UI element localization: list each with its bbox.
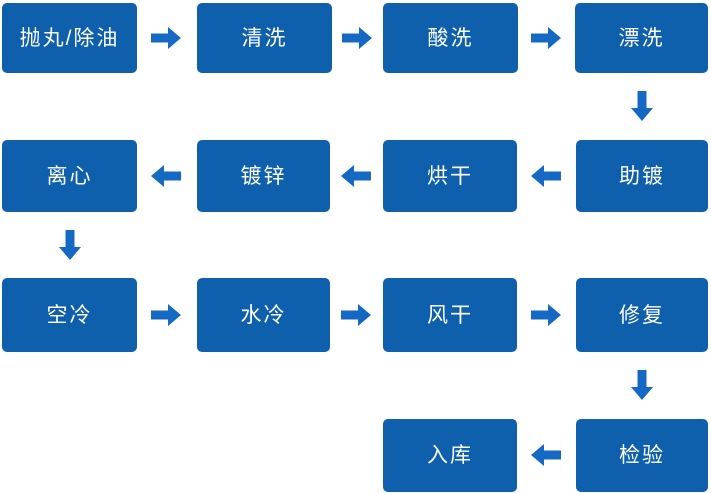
block-arrow-left-icon — [531, 444, 561, 466]
process-node-warehousing: 入库 — [383, 419, 517, 492]
block-arrow-left-icon — [151, 165, 181, 187]
flow-arrow-drying-to-galvanizing — [341, 165, 371, 187]
flow-arrow-inspection-to-warehousing — [531, 444, 561, 466]
block-arrow-left-icon — [531, 165, 561, 187]
process-node-inspection: 检验 — [576, 419, 708, 492]
block-arrow-right-icon — [341, 304, 371, 326]
process-node-galvanizing: 镀锌 — [197, 140, 330, 212]
process-node-fluxing: 助镀 — [576, 140, 708, 212]
block-arrow-right-icon — [151, 304, 181, 326]
block-arrow-down-icon — [631, 91, 653, 121]
flow-arrow-galvanizing-to-centrifuging — [151, 165, 181, 187]
block-arrow-down-icon — [59, 230, 81, 260]
flow-arrow-centrifuging-to-air-cooling — [55, 230, 85, 260]
flow-arrow-fluxing-to-drying — [531, 165, 561, 187]
flow-arrow-pickling-to-rinsing — [531, 27, 561, 49]
process-node-shot-blasting-degreasing: 抛丸/除油 — [2, 3, 137, 73]
flow-arrow-air-cooling-to-water-cooling — [151, 304, 181, 326]
block-arrow-down-icon — [631, 370, 653, 400]
process-node-water-cooling: 水冷 — [197, 278, 330, 352]
process-node-centrifuging: 离心 — [2, 140, 137, 212]
process-node-repairing: 修复 — [576, 278, 708, 352]
process-node-air-cooling: 空冷 — [2, 278, 137, 352]
process-node-cleaning: 清洗 — [197, 3, 332, 73]
flow-arrow-repairing-to-inspection — [627, 370, 657, 400]
flow-arrow-shot-blasting-to-cleaning — [151, 27, 181, 49]
process-node-rinsing: 漂洗 — [575, 3, 708, 73]
block-arrow-right-icon — [342, 27, 372, 49]
block-arrow-right-icon — [151, 27, 181, 49]
block-arrow-right-icon — [531, 27, 561, 49]
flow-arrow-cleaning-to-pickling — [342, 27, 372, 49]
process-node-air-drying: 风干 — [383, 278, 517, 352]
flow-arrow-water-cooling-to-air-drying — [341, 304, 371, 326]
flow-arrow-rinsing-to-fluxing — [627, 91, 657, 121]
process-node-pickling: 酸洗 — [383, 3, 518, 73]
process-node-drying: 烘干 — [383, 140, 517, 212]
block-arrow-left-icon — [341, 165, 371, 187]
block-arrow-right-icon — [531, 304, 561, 326]
flow-arrow-air-drying-to-repairing — [531, 304, 561, 326]
